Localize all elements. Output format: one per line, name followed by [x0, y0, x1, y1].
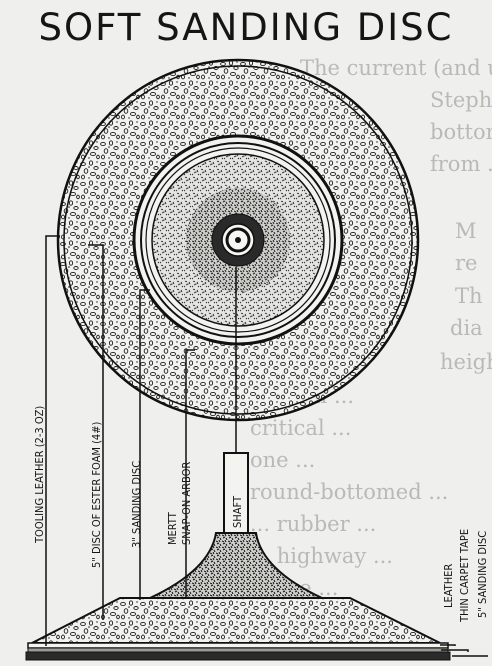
- leather-layer: [28, 643, 448, 648]
- sanding-disc-5in-layer: [26, 652, 450, 660]
- tooling-leather-label: TOOLING LEATHER (2-3 OZ): [33, 406, 46, 544]
- merit-label-line2: SNAP-ON ARBOR: [180, 462, 193, 545]
- disc-top-view: [58, 60, 418, 420]
- leather-label: LEATHER: [442, 564, 455, 608]
- carpet-tape-label: THIN CARPET TAPE: [458, 529, 471, 623]
- sanding-disc-5-label: 5" SANDING DISC: [476, 531, 489, 618]
- foam-pad-side: [32, 598, 440, 643]
- shaft-label: SHAFT: [231, 495, 244, 528]
- sanding-disc-3-label: 3" SANDING DISC: [130, 461, 143, 548]
- merit-label-line1: MERTT: [166, 511, 179, 545]
- carpet-tape-layer: [28, 648, 448, 652]
- ester-foam-label: 5" DISC OF ESTER FOAM (4#): [90, 421, 103, 568]
